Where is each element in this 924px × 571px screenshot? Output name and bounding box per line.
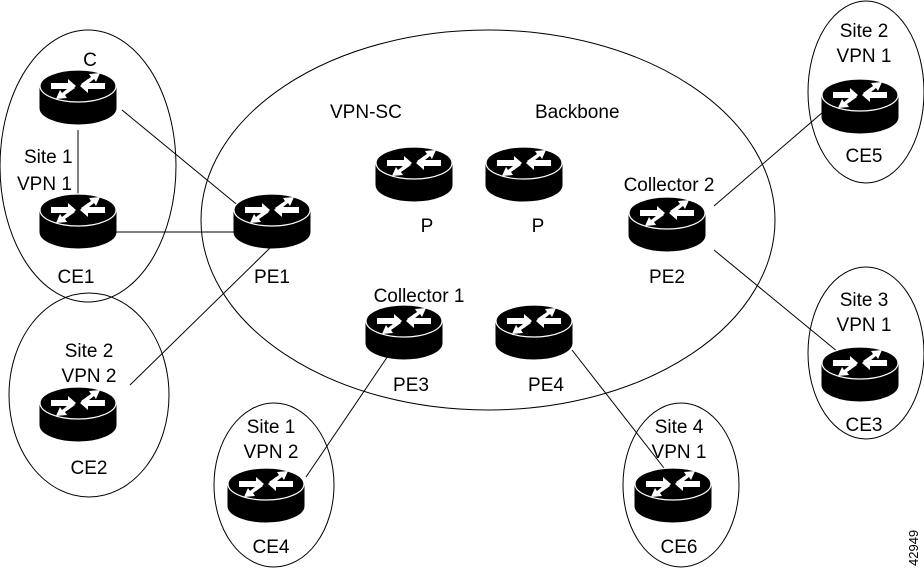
router-c-label: C xyxy=(83,50,97,71)
ce4-label: CE4 xyxy=(253,537,290,558)
ce6-label: CE6 xyxy=(661,537,698,558)
pe3-label: PE3 xyxy=(393,375,429,396)
router-ce5 xyxy=(821,78,899,134)
router-pe1 xyxy=(233,193,311,249)
router-pe3 xyxy=(365,304,443,360)
site2-vpn1-line1: Site 2 xyxy=(840,21,889,42)
site1-vpn1-line2: VPN 1 xyxy=(17,174,72,195)
ce1-label: CE1 xyxy=(58,267,95,288)
site2-vpn2-line2: VPN 2 xyxy=(62,366,117,387)
pe4-label: PE4 xyxy=(528,375,564,396)
site3-vpn1-line2: VPN 1 xyxy=(837,315,892,336)
figure-id: 42949 xyxy=(906,530,921,566)
site2-vpn2-region xyxy=(8,292,170,498)
site4-vpn1-line1: Site 4 xyxy=(655,417,704,438)
collector1-label: Collector 1 xyxy=(374,286,465,307)
link-pe2-ce3 xyxy=(713,249,839,353)
site3-vpn1-line1: Site 3 xyxy=(840,290,889,311)
site4-vpn1-line2: VPN 1 xyxy=(652,442,707,463)
site2-vpn1-region xyxy=(807,0,924,184)
router-ce3 xyxy=(821,346,899,402)
router-ce6 xyxy=(634,467,712,523)
router-ce4 xyxy=(227,467,305,523)
site1-vpn2-line1: Site 1 xyxy=(247,417,296,438)
router-pe2 xyxy=(628,196,706,252)
site1-vpn1-line1: Site 1 xyxy=(24,147,73,168)
router-ce1 xyxy=(39,193,117,249)
router-p-left xyxy=(375,146,453,202)
router-c xyxy=(39,69,117,125)
link-pe2-ce5 xyxy=(713,105,831,207)
backbone-right-label: Backbone xyxy=(535,102,620,123)
p-right-label: P xyxy=(532,216,545,237)
router-ce2 xyxy=(39,386,117,442)
site1-vpn2-line2: VPN 2 xyxy=(244,442,299,463)
ce3-label: CE3 xyxy=(846,415,883,436)
ce5-label: CE5 xyxy=(846,146,883,167)
router-pe4 xyxy=(495,304,573,360)
site2-vpn2-line1: Site 2 xyxy=(65,341,114,362)
site1-vpn2-region xyxy=(213,402,335,568)
site1-vpn1-region xyxy=(0,29,177,303)
backbone-left-label: VPN-SC xyxy=(330,102,402,123)
collector2-label: Collector 2 xyxy=(624,175,715,196)
p-left-label: P xyxy=(421,216,434,237)
link-pe1-ce2 xyxy=(129,245,273,386)
link-pe4-ce6 xyxy=(571,349,665,469)
router-p-right xyxy=(485,146,563,202)
ce2-label: CE2 xyxy=(71,458,108,479)
pe2-label: PE2 xyxy=(649,267,685,288)
backbone-region xyxy=(200,29,776,411)
pe1-label: PE1 xyxy=(254,267,290,288)
link-pe3-ce4 xyxy=(305,349,393,478)
link-c-pe1 xyxy=(121,109,247,213)
site3-vpn1-region xyxy=(807,266,924,440)
site2-vpn1-line2: VPN 1 xyxy=(837,46,892,67)
site4-vpn1-region xyxy=(622,402,740,568)
